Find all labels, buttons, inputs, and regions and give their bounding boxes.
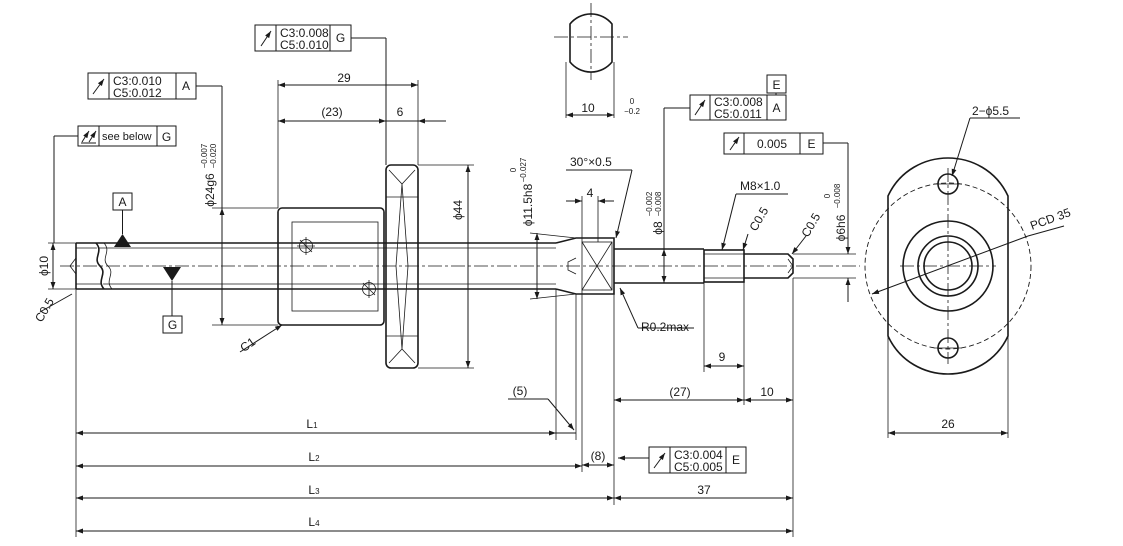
svg-text:C3:0.010: C3:0.010 xyxy=(113,74,162,88)
svg-text:29: 29 xyxy=(337,71,351,85)
dim-29: 29 (23) 6 xyxy=(277,71,446,208)
svg-text:C5:0.010: C5:0.010 xyxy=(280,38,329,52)
section-view: 10 0 −0.2 xyxy=(554,3,640,118)
dim-m8: M8×1.0 xyxy=(721,179,788,251)
svg-text:C5:0.012: C5:0.012 xyxy=(113,86,162,100)
svg-text:ϕ24g6: ϕ24g6 xyxy=(203,173,217,207)
svg-text:10: 10 xyxy=(760,385,774,399)
dim-9: 9 xyxy=(703,282,745,405)
dim-26: 26 xyxy=(941,417,955,431)
tolerance-frame-bottom: C3:0.004 C5:0.005 E xyxy=(618,446,747,474)
dim-lengths: L1 L2 L3 37 L4 xyxy=(75,289,793,537)
tolerance-frame-top: C3:0.008 C5:0.010 G xyxy=(254,24,387,165)
pcd-label: PCD 35 xyxy=(1028,205,1073,233)
ball-nut xyxy=(277,164,419,369)
svg-text:C3:0.004: C3:0.004 xyxy=(674,448,723,462)
svg-text:E: E xyxy=(772,78,780,92)
svg-text:E: E xyxy=(732,453,740,467)
svg-text:−0.008: −0.008 xyxy=(654,191,663,216)
svg-text:(23): (23) xyxy=(321,105,342,119)
svg-text:(8): (8) xyxy=(591,449,606,463)
svg-text:C5:0.005: C5:0.005 xyxy=(674,460,723,474)
dim-37: 37 xyxy=(697,483,711,497)
svg-text:C0.5: C0.5 xyxy=(746,204,771,233)
svg-text:−0.027: −0.027 xyxy=(519,157,528,182)
length-l2: L2 xyxy=(308,450,320,464)
dim-phi8: ϕ8 −0.002 −0.008 xyxy=(645,191,667,283)
dim-8: (8) xyxy=(581,290,614,472)
svg-text:−0.002: −0.002 xyxy=(645,191,654,216)
dim-phi44: ϕ44 xyxy=(418,164,474,369)
dim-chamfer30: 30°×0.5 xyxy=(566,155,633,239)
svg-text:4: 4 xyxy=(587,186,594,200)
svg-text:G: G xyxy=(162,130,171,144)
svg-text:0.005: 0.005 xyxy=(757,137,787,151)
svg-text:A: A xyxy=(182,79,190,93)
svg-text:C0.5: C0.5 xyxy=(798,210,823,239)
datum-g-label: G xyxy=(168,318,177,332)
datum-a-marker: A xyxy=(112,192,133,247)
svg-text:−0.020: −0.020 xyxy=(209,143,218,168)
tolerance-frame-see-below: see below G xyxy=(53,125,177,243)
dim-4: 4 xyxy=(566,186,614,242)
tolerance-frame-right: E C3:0.008 C5:0.011 A xyxy=(663,74,787,249)
length-l4: L4 xyxy=(308,515,320,529)
svg-text:−0.008: −0.008 xyxy=(833,183,842,208)
length-l1: L1 xyxy=(306,417,318,431)
length-l3: L3 xyxy=(308,483,320,497)
datum-a-label: A xyxy=(118,195,126,209)
svg-text:C3:0.008: C3:0.008 xyxy=(714,95,763,109)
svg-text:6: 6 xyxy=(397,105,404,119)
svg-text:ϕ10: ϕ10 xyxy=(37,256,51,276)
tolerance-frame-left: C3:0.010 C5:0.012 A xyxy=(87,72,223,208)
datum-g-marker: G xyxy=(162,267,183,334)
tolerance-frame-single: 0.005 E xyxy=(723,132,849,254)
svg-text:E: E xyxy=(807,137,815,151)
svg-text:−0.007: −0.007 xyxy=(200,143,209,168)
dim-10-section: 10 xyxy=(581,101,595,115)
dim-c05-tip: C0.5 xyxy=(791,210,823,255)
svg-text:0: 0 xyxy=(630,97,635,106)
dim-c05-thread: C0.5 xyxy=(742,204,771,251)
svg-text:C0.5: C0.5 xyxy=(32,295,57,324)
svg-text:0: 0 xyxy=(509,167,518,172)
dim-5: (5) xyxy=(508,289,577,440)
dim-27: (27) 10 xyxy=(613,278,794,537)
svg-text:(27): (27) xyxy=(669,385,690,399)
svg-text:(5): (5) xyxy=(513,384,528,398)
dim-phi6: ϕ6h6 0 −0.008 xyxy=(793,183,856,302)
holes-label: 2−ϕ5.5 xyxy=(972,104,1009,118)
svg-text:C3:0.008: C3:0.008 xyxy=(280,26,329,40)
svg-text:−0.2: −0.2 xyxy=(624,107,640,116)
flange-end-view: 26 PCD 35 2−ϕ5.5 xyxy=(864,104,1073,438)
svg-text:ϕ6h6: ϕ6h6 xyxy=(834,214,848,241)
svg-text:G: G xyxy=(336,31,345,45)
svg-text:A: A xyxy=(772,101,780,115)
screw-shaft xyxy=(69,242,556,290)
svg-text:M8×1.0: M8×1.0 xyxy=(740,179,781,193)
shaft-end xyxy=(555,237,794,295)
dim-phi11: ϕ11.5h8 0 −0.027 xyxy=(509,157,577,300)
dim-phi24: ϕ24g6 −0.007 −0.020 C1 xyxy=(200,143,283,355)
svg-text:9: 9 xyxy=(719,350,726,364)
svg-text:ϕ44: ϕ44 xyxy=(451,200,465,220)
svg-text:see below: see below xyxy=(102,131,152,143)
svg-text:ϕ8: ϕ8 xyxy=(651,221,665,235)
dim-r02: R0.2max xyxy=(619,287,694,334)
svg-text:30°×0.5: 30°×0.5 xyxy=(570,155,612,169)
svg-text:ϕ11.5h8: ϕ11.5h8 xyxy=(521,183,535,226)
svg-text:R0.2max: R0.2max xyxy=(641,320,689,334)
dim-phi10: ϕ10 C0.5 xyxy=(32,242,76,324)
svg-text:0: 0 xyxy=(823,193,832,198)
svg-text:C5:0.011: C5:0.011 xyxy=(714,107,762,121)
